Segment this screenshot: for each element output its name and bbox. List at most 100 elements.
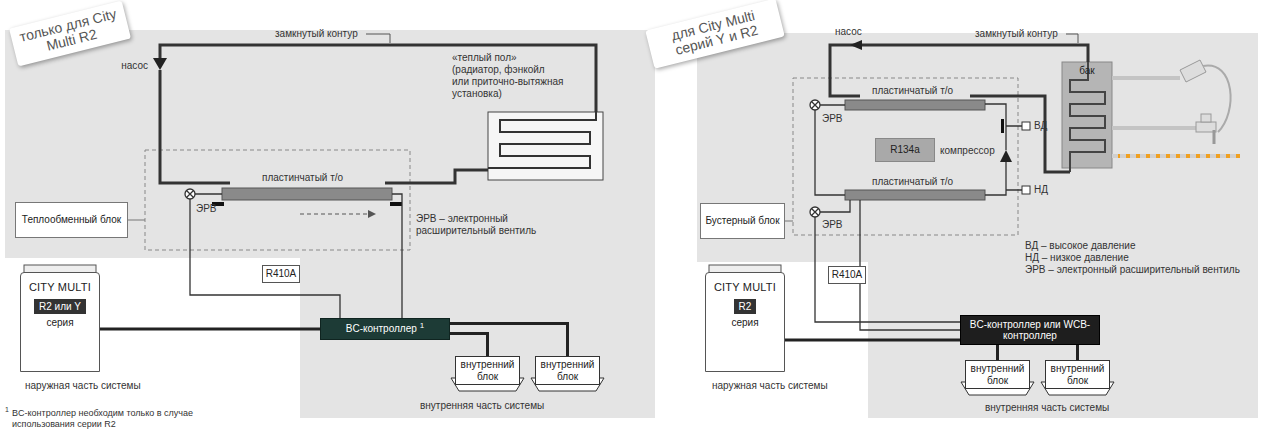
part-label: компрессор [940,145,995,157]
leader-line [1066,34,1078,43]
node-text: бак [1079,65,1094,77]
plate-heat-exchanger [845,100,985,110]
refrigerant-pipe [100,328,320,331]
tank-coil [1070,62,1105,172]
node-text: внутренний блок [540,359,595,382]
node-text: CITY MULTI [29,281,91,294]
indoor-unit: внутренний блок [965,360,1030,389]
refrigerant-tag: R410A [262,265,300,283]
pump-symbol [153,58,167,70]
pump-symbol [850,40,862,50]
zone-label: внутренняя часть системы [985,402,1109,414]
node-text: внутренний блок [1050,363,1105,386]
tank: бак [1062,62,1112,168]
refrigerant-pipe [450,324,568,357]
footnote: BC-контроллер необходим только в случае … [12,408,212,430]
part-label: НД [1034,184,1048,196]
outdoor-unit: CITY MULTI R2 или Y серия [20,272,100,372]
node-text: серия [731,317,758,329]
unit-box: Теплообменный блок [15,202,128,238]
legend-note: ВД – высокое давление [1025,240,1135,252]
node-text: CITY MULTI [714,281,776,294]
indoor-unit: внутренний блок [1045,360,1110,389]
refrigerant-pipe [450,333,488,356]
flow-arrow [368,210,376,218]
refrigerant-tag: R410A [828,266,866,284]
r134a-line [985,104,1022,195]
refrigerant-pipe [1076,345,1079,360]
expansion-valve [810,100,820,110]
hx-terminal [212,202,224,206]
compressor-symbol [1000,150,1012,162]
node-text: внутренний блок [460,359,515,382]
plate-heat-exchanger [845,190,985,200]
part-label: ЭРВ [822,219,843,231]
cold-water-pipe [1118,154,1240,158]
part-label: пластинчатый т/о [872,176,953,188]
legend-note: ЭРВ – электронный расширительный вентиль [416,213,566,237]
outdoor-unit: CITY MULTI R2 серия [705,272,785,372]
unit-box: Бустерный блок [700,203,785,239]
sensor-bar [1001,119,1004,133]
legend-note: ЭРВ – электронный расширительный вентиль [1025,264,1253,276]
expansion-valve [812,102,819,109]
node-text: Теплообменный блок [22,214,121,226]
closed-loop [830,45,1088,172]
part-label: ВД [1034,120,1047,132]
part-label: пластинчатый т/о [872,85,953,97]
leader-line [785,221,793,222]
part-label: пластинчатый т/о [262,172,343,184]
indoor-zone [5,30,655,418]
legend-note: НД – низкое давление [1025,252,1129,264]
coil-pipe [488,112,596,168]
refrigerant-line [190,194,402,318]
node-text: R410A [266,268,297,280]
node-text: 1 [420,321,424,330]
indoor-zone [697,33,1258,418]
node-text: серия [46,317,73,329]
zone-label: наружная часть системы [712,380,828,392]
node-text: BC-контроллер или WCB-контроллер [965,319,1095,342]
cold-water-pipe [1112,154,1240,158]
refrigerant-tag: R134a [875,138,935,162]
plate-heat-exchanger [222,188,392,200]
part-label: ЭРВ [196,203,217,215]
flow-arrow [300,214,368,215]
pressure-sensor [1022,122,1030,130]
zone-label: внутренняя часть системы [420,400,544,412]
node-text: R410A [832,269,863,281]
refrigerant-pipe [785,338,960,341]
heat-exchange-unit-outline [145,150,410,250]
node-text: Бустерный блок [705,215,779,227]
refrigerant-pipe [996,345,999,360]
series-tag: только для City Multi R2 [9,1,131,67]
node-text: R2 или Y [34,299,86,315]
expansion-valve [810,207,820,217]
shower-head [1180,60,1206,82]
node-text: R2 [734,299,757,315]
loop-label: замкнутый контур [975,28,1058,40]
bc-controller: BC-контроллер или WCB-контроллер [960,315,1100,345]
node-text: R134a [890,144,919,156]
consumer-label: «теплый пол» (радиатор, фэнкойл или прит… [452,52,564,100]
indoor-unit: внутренний блок [455,356,520,385]
indoor-unit: внутренний блок [535,356,600,385]
hx-terminal [390,202,402,206]
leader-line [366,34,390,43]
refrigerant-line [815,105,960,330]
expansion-valve [185,189,195,199]
footnote-number: 1 [5,406,9,414]
node-text: внутренний блок [970,363,1025,386]
part-label: ЭРВ [822,113,843,125]
pump-label: насос [835,26,862,38]
loop-label: замкнутый контур [275,28,358,40]
tap-spout [1213,130,1216,144]
zone-label: наружная часть системы [25,380,141,392]
tap-handle [1201,114,1211,122]
expansion-valve [812,209,819,216]
pressure-sensor [1022,186,1030,194]
bc-controller: BC-контроллер1 [320,318,450,340]
leader-line [128,220,145,221]
series-tag: для City Multi серий Y и R2 [645,0,784,68]
closed-loop [160,45,596,183]
